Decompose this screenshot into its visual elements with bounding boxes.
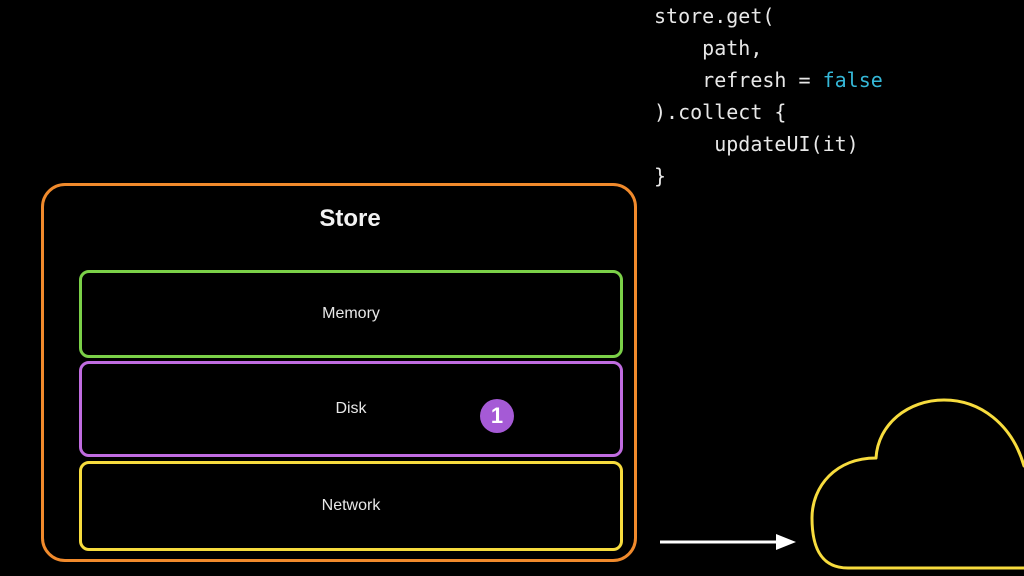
- disk-layer: Disk: [79, 361, 623, 457]
- network-layer: Network: [79, 461, 623, 551]
- code-line-3: refresh = false: [654, 64, 883, 96]
- code-line-4: ).collect {: [654, 100, 787, 124]
- store-title: Store: [319, 205, 381, 232]
- code-line-1: store.get(: [654, 4, 775, 28]
- memory-layer: Memory: [79, 270, 623, 358]
- code-line-6: }: [654, 164, 667, 188]
- right-arrow-icon: [660, 534, 796, 550]
- code-line-3-prefix: refresh =: [654, 68, 823, 92]
- cloud-icon: [810, 398, 1024, 570]
- step-badge: 1: [480, 399, 514, 433]
- code-line-2: path,: [654, 36, 763, 60]
- memory-label: Memory: [322, 305, 380, 322]
- network-label: Network: [321, 497, 381, 514]
- code-keyword-false: false: [822, 68, 883, 92]
- code-line-5: updateUI(it): [654, 132, 859, 156]
- disk-label: Disk: [335, 400, 367, 417]
- store-container: [41, 183, 637, 562]
